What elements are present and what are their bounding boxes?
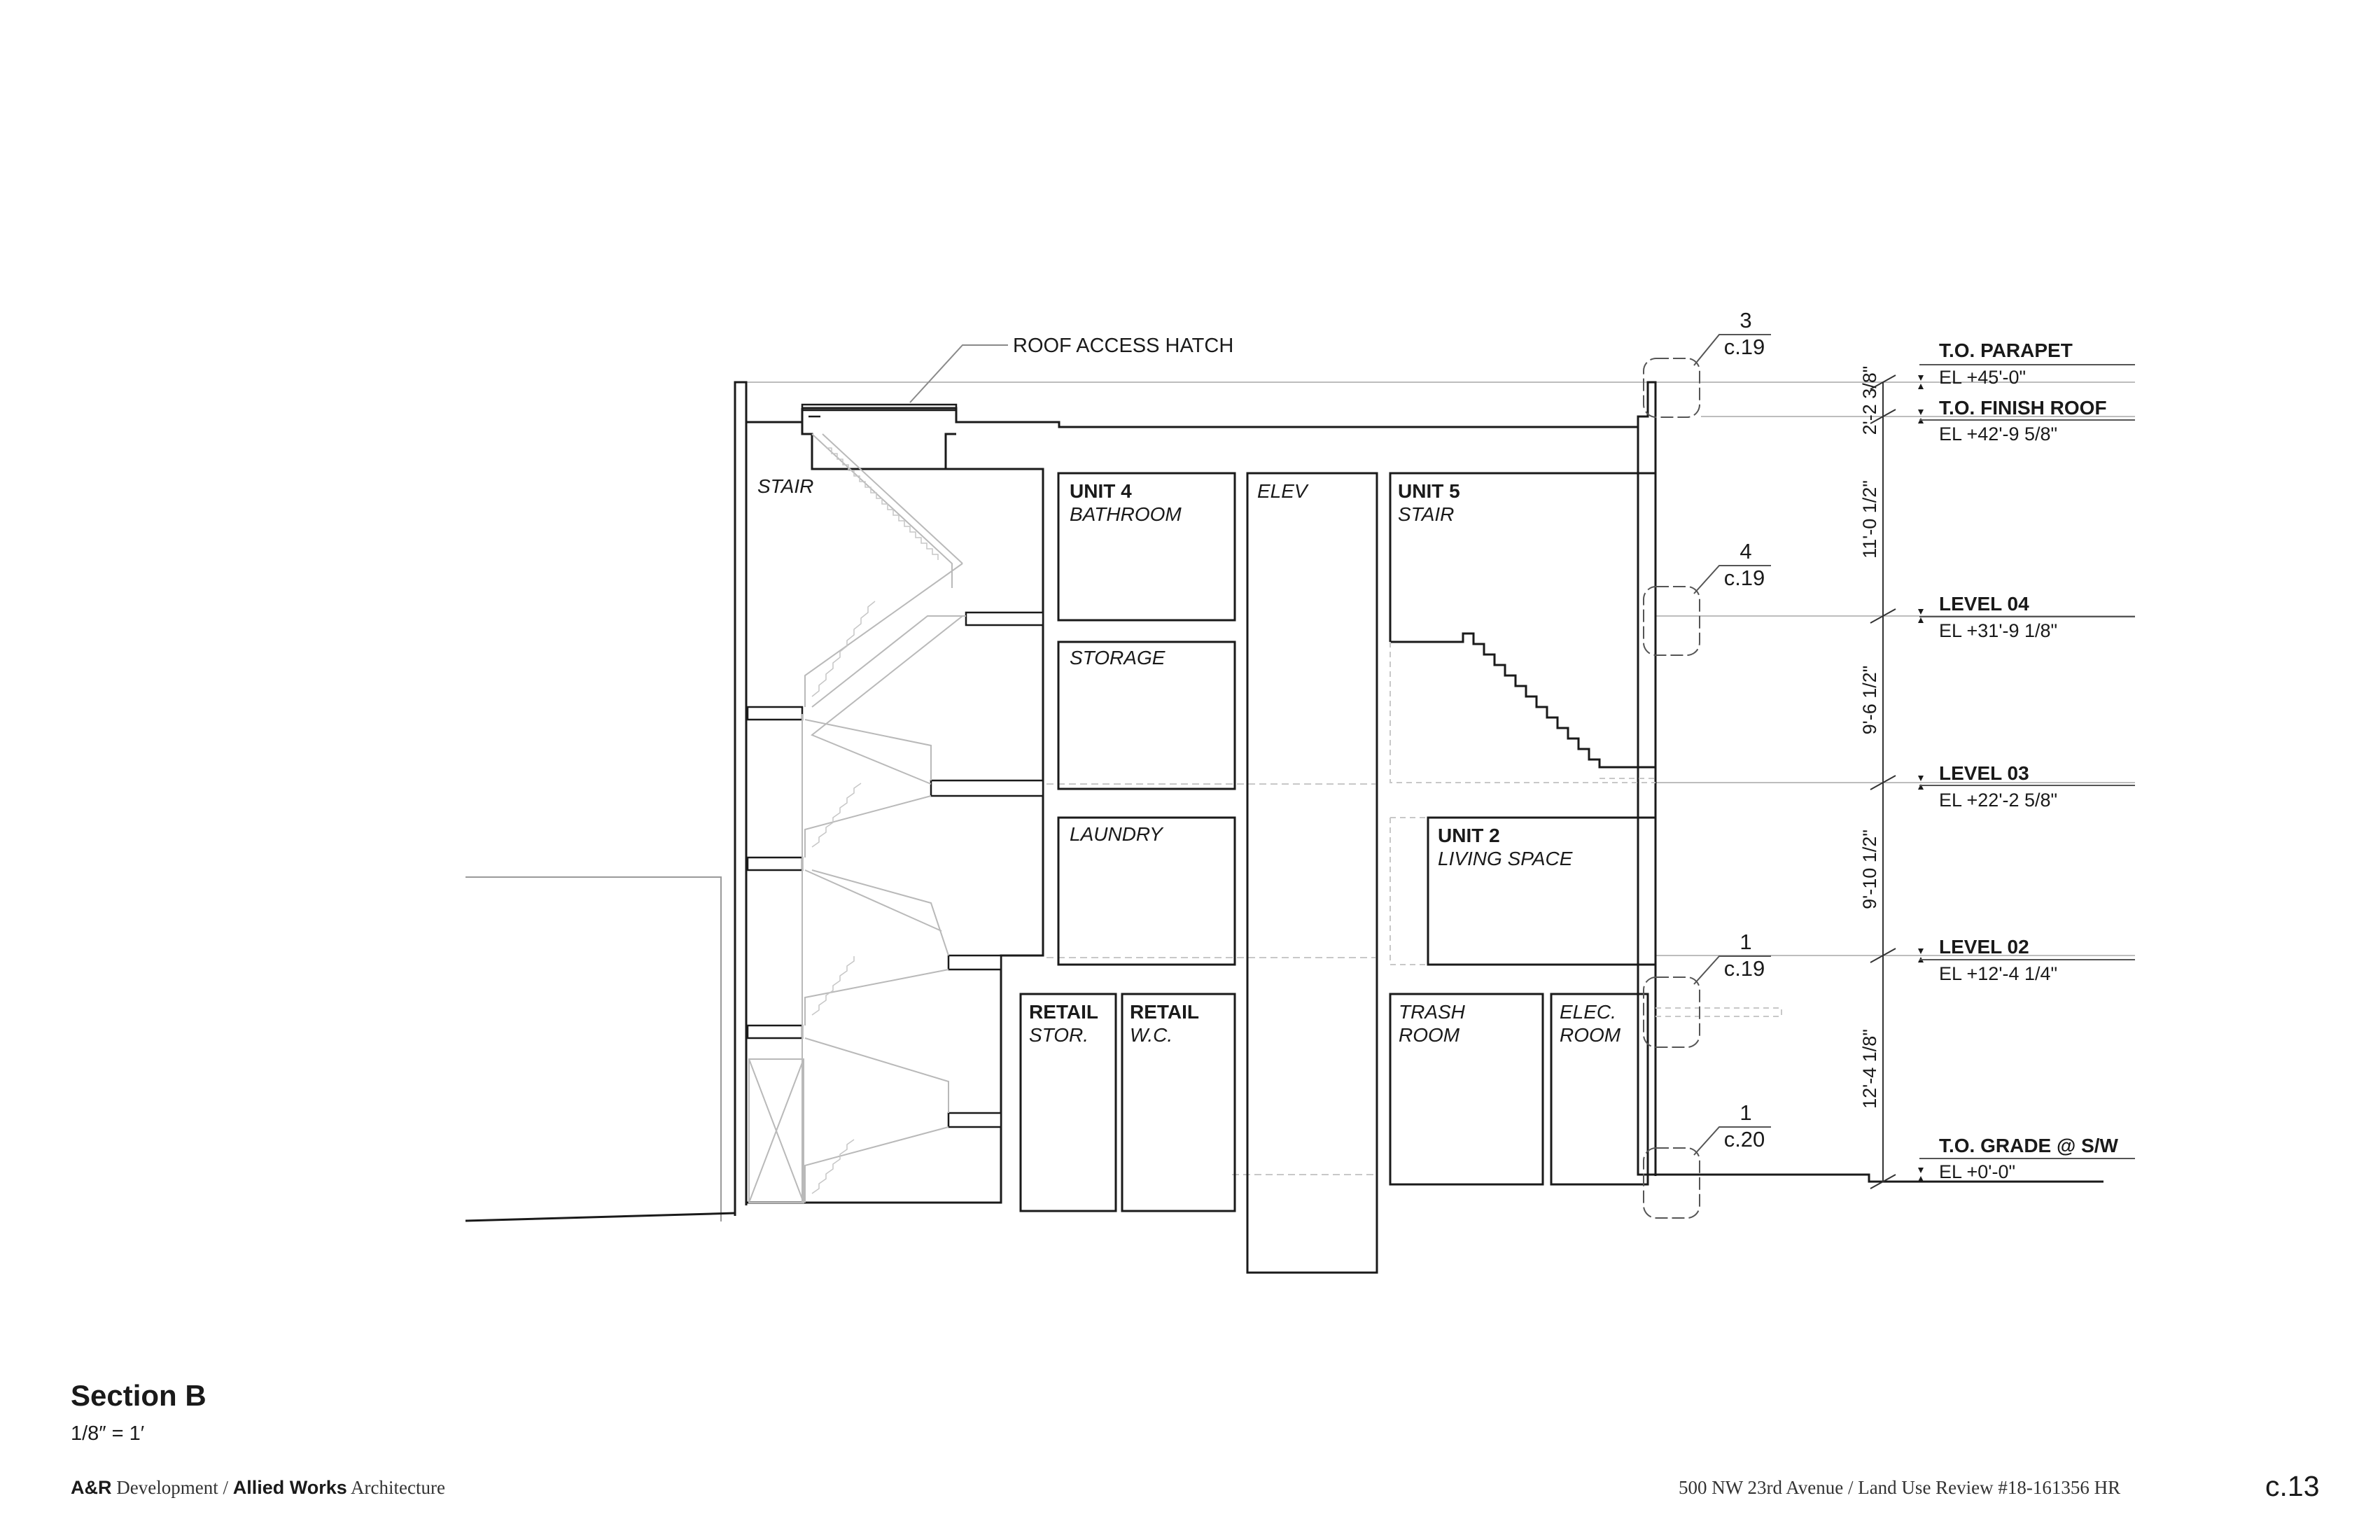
detail-tag-2-sheet: c.19 [1724,566,1765,590]
footer-company-ar-rest: Development / [111,1477,233,1498]
footer-company-ar: A&R [71,1477,112,1498]
detail-bubbles [1643,358,1700,1219]
dim-roof-level04: 11'-0 1/2" [1859,480,1880,559]
stair-door-x [748,1058,804,1203]
dim-level04-level03: 9'-6 1/2" [1859,666,1880,735]
retail-stor-title: RETAIL [1029,1001,1098,1023]
detail-tag-3-sheet: c.19 [1724,956,1765,981]
elec-label-1: ELEC. [1560,1001,1616,1023]
level-02-name: LEVEL 02 [1939,936,2029,958]
laundry-label: LAUNDRY [1070,823,1164,845]
level-reference-dashed [1046,783,1376,1175]
roof-access-hatch-callout [909,344,1008,403]
level-03-name: LEVEL 03 [1939,762,2029,784]
level-grade-el: EL +0'-0" [1939,1161,2015,1182]
level-marker-lines [1919,364,2135,1159]
building-outline [734,381,2104,1216]
unit5-stair-label: STAIR [1398,503,1454,525]
elec-label-2: ROOM [1560,1024,1621,1046]
grade-line-left [465,1212,736,1222]
footer-company-allied-rest: Architecture [346,1477,445,1498]
elev-label: ELEV [1257,480,1309,502]
level-03-el: EL +22'-2 5/8" [1939,790,2057,811]
level-roof-el: EL +42'-9 5/8" [1939,424,2057,444]
unit2-living-space-label: LIVING SPACE [1438,848,1573,869]
room-stair-label: STAIR [757,475,813,497]
roof-access-hatch [801,403,958,418]
detail-tag-4-number: 1 [1740,1100,1751,1125]
roof-access-hatch-label: ROOF ACCESS HATCH [1013,335,1233,357]
adjacent-building [465,876,722,1222]
level-04-name: LEVEL 04 [1939,593,2029,615]
stair-landings [746,611,1044,1128]
retail-stor-label: STOR. [1029,1024,1088,1046]
footer-company: A&R Development / Allied Works Architect… [71,1477,445,1499]
sheet-number: c.13 [2265,1470,2320,1502]
dim-level03-level02: 9'-10 1/2" [1859,830,1880,909]
dim-parapet-roof: 2'-2 3/8" [1859,366,1880,435]
level-grade-name: T.O. GRADE @ S/W [1939,1135,2119,1156]
stair-runs [802,433,966,1203]
trash-label-2: ROOM [1399,1024,1460,1046]
level-04-el: EL +31'-9 1/8" [1939,620,2057,641]
detail-tag-1-sheet: c.19 [1724,335,1765,359]
stair-treads [811,447,939,1194]
detail-tag-4-sheet: c.20 [1724,1127,1765,1152]
unit5-stair-room [1389,472,1657,769]
detail-tag-leaders [1693,334,1771,1156]
footer-company-allied: Allied Works [232,1477,347,1498]
unit5-stair-hidden [1390,642,1782,1017]
unit2-title: UNIT 2 [1438,825,1500,846]
retail-wc-title: RETAIL [1130,1001,1199,1023]
storage-label: STORAGE [1070,647,1166,668]
dimension-string [1870,374,1896,1189]
level-parapet-el: EL +45'-0" [1939,367,2026,388]
level-marker-symbols [1918,375,1924,1182]
detail-tag-1-number: 3 [1740,308,1751,332]
level-parapet-name: T.O. PARAPET [1939,340,2073,361]
detail-tag-3-number: 1 [1740,930,1751,954]
dim-level02-grade: 12'-4 1/8" [1859,1029,1880,1109]
section-title: Section B [71,1379,206,1412]
room-boxes [1019,472,1657,1274]
footer-project: 500 NW 23rd Avenue / Land Use Review #18… [1679,1477,2121,1498]
trash-label-1: TRASH [1399,1001,1466,1023]
unit5-title: UNIT 5 [1398,480,1460,502]
level-roof-name: T.O. FINISH ROOF [1939,397,2107,419]
unit4-bathroom-label: BATHROOM [1070,503,1182,525]
unit4-title: UNIT 4 [1070,480,1132,502]
section-scale: 1/8″ = 1′ [71,1422,145,1445]
level-02-el: EL +12'-4 1/4" [1939,963,2057,984]
detail-tag-2-number: 4 [1740,539,1751,564]
retail-wc-label: W.C. [1130,1024,1172,1046]
